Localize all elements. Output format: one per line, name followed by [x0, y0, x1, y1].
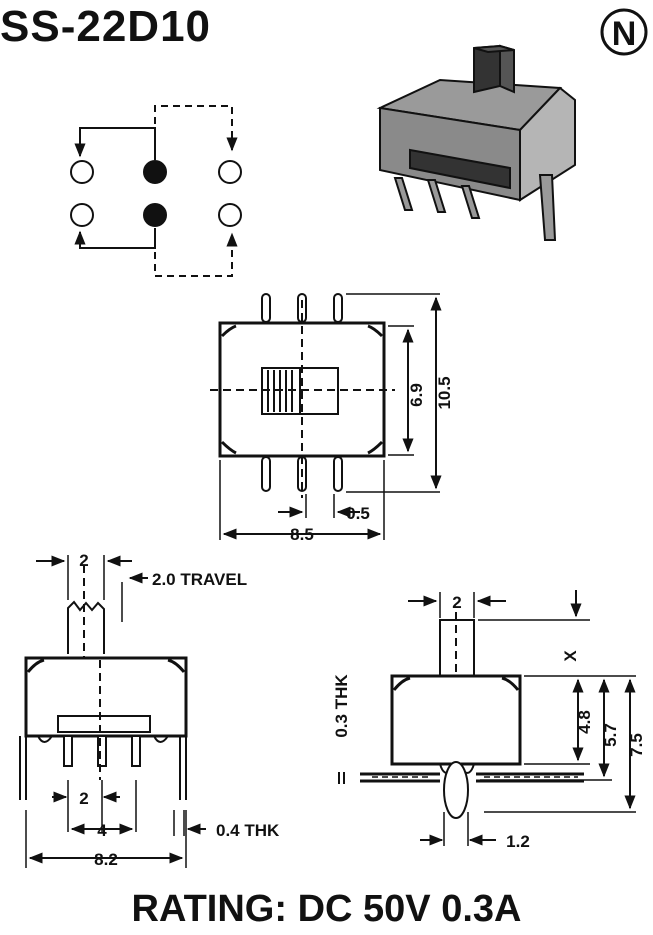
width-8-2: 8.2 [94, 850, 118, 869]
pitch-2: 2 [79, 789, 88, 808]
height-5-7: 5.7 [601, 723, 620, 747]
switch-3d-view [376, 44, 576, 241]
logo-letter: N [612, 15, 637, 53]
terminal-circle [218, 203, 242, 227]
terminal-circle [70, 160, 94, 184]
dim-x: X [561, 650, 580, 662]
front-view [19, 555, 206, 868]
dim-6-9: 6.9 [407, 383, 426, 407]
height-7-5: 7.5 [627, 733, 646, 757]
top-view [210, 293, 442, 540]
dim-2-left: 2 [79, 551, 88, 570]
manufacturer-logo: N [600, 8, 648, 56]
thk-0-4-label: 0.4 THK [216, 821, 280, 840]
dim-10-5: 10.5 [435, 376, 454, 409]
thk-0-3-label: 0.3 THK [332, 674, 351, 738]
rating-text: RATING: DC 50V 0.3A [131, 888, 522, 930]
dim-8-5: 8.5 [290, 525, 314, 544]
terminal-circle [70, 203, 94, 227]
part-number-title: SS-22D10 [0, 2, 212, 51]
common-terminal [143, 160, 167, 184]
dim-2-right: 2 [452, 593, 461, 612]
dim-1-2: 1.2 [506, 832, 530, 851]
circuit-schematic [70, 105, 242, 277]
terminal-circle [218, 160, 242, 184]
pitch-4: 4 [97, 821, 107, 840]
travel-label: 2.0 TRAVEL [152, 570, 247, 589]
side-view [338, 590, 636, 846]
height-4-8: 4.8 [575, 710, 594, 734]
common-terminal [143, 203, 167, 227]
dim-0-5: 0.5 [346, 504, 370, 523]
